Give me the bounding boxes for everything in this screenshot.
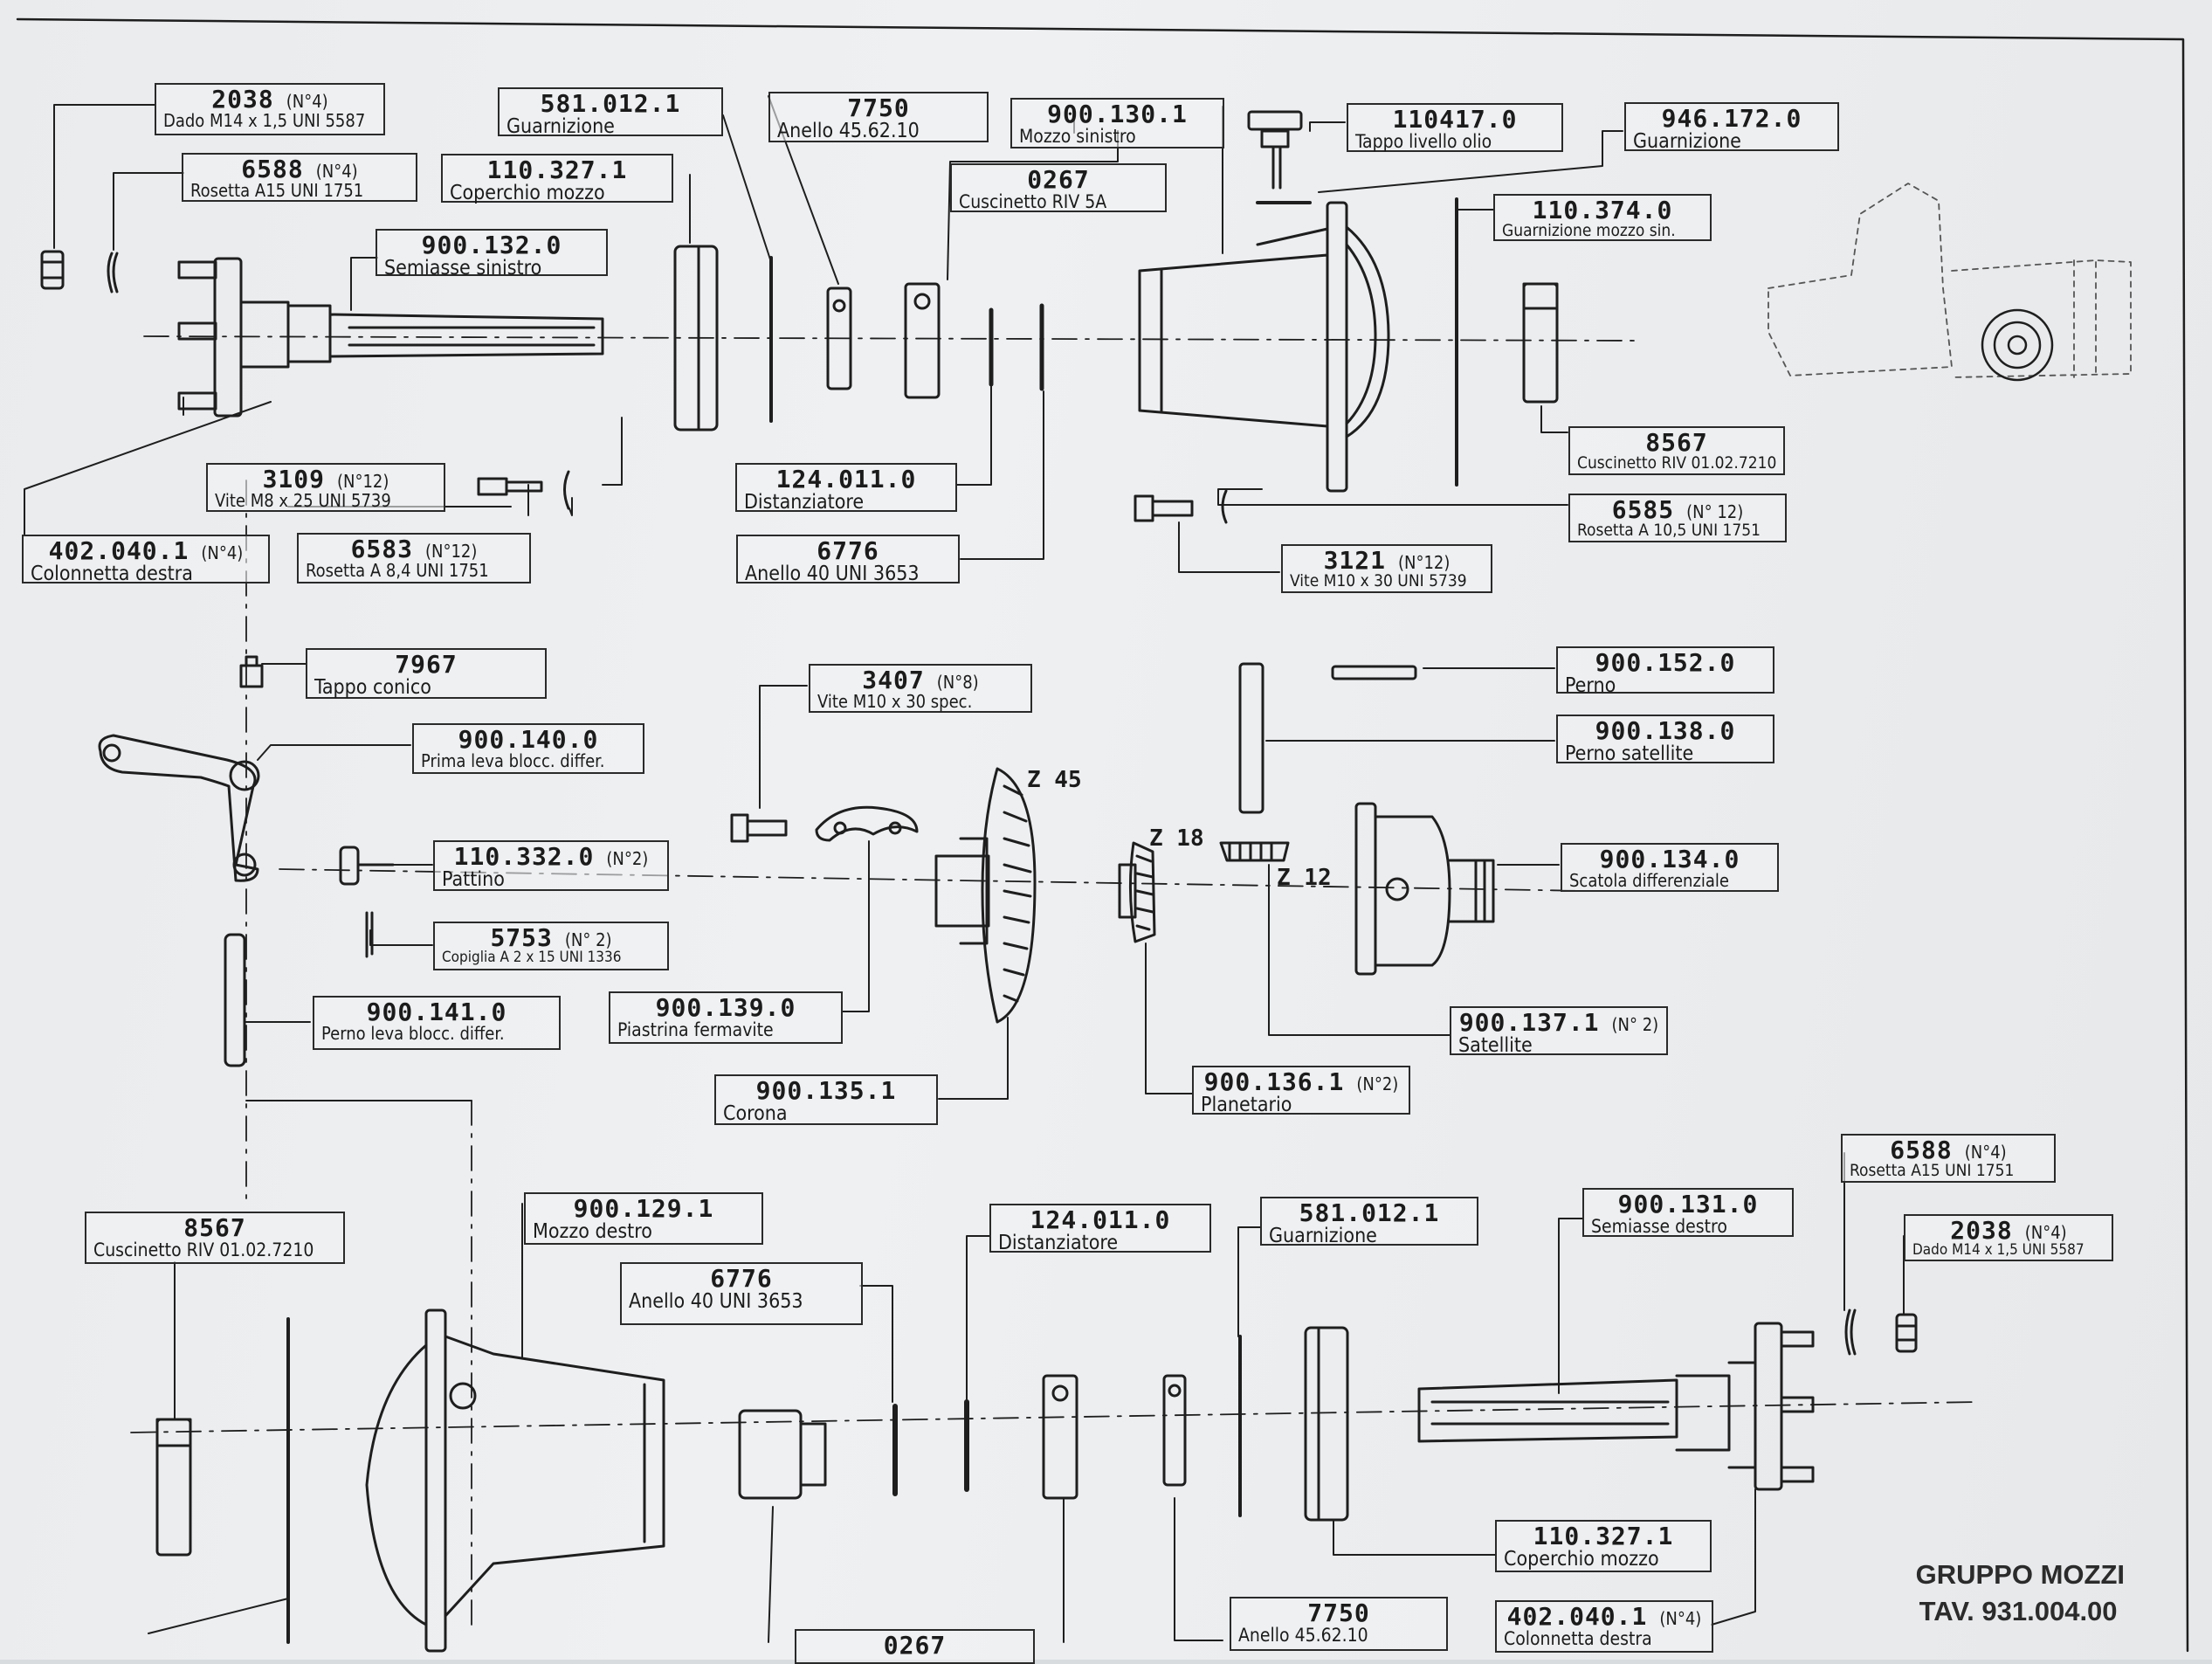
part-label-p37: 581.012.1 Guarnizione <box>1260 1197 1478 1247</box>
bolt-part-m8 <box>477 477 543 496</box>
drawing-table-number: TAV. 931.004.00 <box>1919 1595 2118 1626</box>
half-shaft-right <box>1417 1322 1815 1491</box>
leader-lines <box>24 95 1905 1643</box>
part-label-p27: 5753(N° 2) Copiglia A 2 x 15 UNI 1336 <box>433 922 669 970</box>
gear-tag-z18: Z 18 <box>1149 825 1204 852</box>
half-shaft-left <box>177 257 604 418</box>
part-label-p11: 110.374.0 Guarnizione mozzo sin. <box>1493 194 1712 241</box>
part-label-p33: 6588(N°4) Rosetta A15 UNI 1751 <box>1841 1134 2056 1183</box>
planetary-gear-part <box>1118 841 1156 943</box>
part-label-p9: 110417.0 Tappo livello olio <box>1347 103 1563 152</box>
part-label-p36: 124.011.0 Distanziatore <box>989 1204 1211 1254</box>
part-label-p35: 900.129.1 Mozzo destro <box>524 1192 763 1245</box>
satellite-pin-part <box>1238 662 1264 814</box>
part-label-p44: 0267 <box>795 1629 1035 1664</box>
part-label-p8: 0267 Cuscinetto RIV 5A <box>950 163 1167 212</box>
part-label-p40: 6776 Anello 40 UNI 3653 <box>620 1262 863 1325</box>
satellite-gear-part <box>1219 841 1290 862</box>
part-label-p41: 110.327.1 Coperchio mozzo <box>1495 1520 1712 1572</box>
conical-plug-part <box>239 655 264 688</box>
ring-part-top <box>826 287 852 390</box>
part-label-p32: 900.136.1(N°2) Planetario <box>1192 1066 1410 1116</box>
bearing-part-top-right <box>1522 282 1559 404</box>
first-lever-part <box>98 734 260 882</box>
part-label-p14: 8567 Cuscinetto RIV 01.02.7210 <box>1568 426 1785 475</box>
part-label-p10: 946.172.0 Guarnizione <box>1624 102 1839 153</box>
part-label-p34: 8567 Cuscinetto RIV 01.02.7210 <box>85 1212 345 1264</box>
part-label-p22: 900.152.0 Perno <box>1556 646 1774 697</box>
part-label-p16: 402.040.1(N°4) Colonnetta destra <box>22 535 270 585</box>
hub-cover-part-bottom <box>1304 1326 1349 1522</box>
bolt-part-m10-top <box>1134 494 1194 522</box>
part-label-p19: 3121(N°12) Vite M10 x 30 UNI 5739 <box>1281 544 1492 593</box>
right-hub-body <box>365 1308 665 1653</box>
gear-tag-z45: Z 45 <box>1027 767 1082 793</box>
axis-line-bottom <box>130 1100 1979 1626</box>
part-label-p39: 2038(N°4) Dado M14 x 1,5 UNI 5587 <box>1904 1214 2113 1261</box>
part-label-p13: 124.011.0 Distanziatore <box>735 463 957 514</box>
part-label-p5: 900.132.0 Semiasse sinistro <box>376 229 608 280</box>
lock-plate-part <box>815 805 919 842</box>
differential-box-part <box>1354 802 1495 976</box>
drawing-group-title: GRUPPO MOZZI <box>1915 1559 2125 1590</box>
part-label-p6: 7750 Anello 45.62.10 <box>768 92 989 142</box>
bearing-part-bottom-left <box>155 1418 192 1557</box>
bearing-part-top <box>904 282 941 399</box>
lever-pin-part <box>224 933 246 1067</box>
washer-part-m8 <box>563 470 570 510</box>
part-label-p26: 900.134.0 Scatola differenziale <box>1561 843 1779 892</box>
left-hub-body <box>1138 201 1390 493</box>
drawing-title-block: GRUPPO MOZZI TAV. 931.004.00 <box>1916 1557 2125 1630</box>
part-label-p21: 3407(N°8) Vite M10 x 30 spec. <box>809 664 1032 713</box>
part-label-p3: 581.012.1 Guarnizione <box>498 87 723 138</box>
bearing-part-bottom <box>1042 1374 1078 1500</box>
snap-ring-part-bottom <box>738 1409 827 1500</box>
washer-part-top <box>107 252 119 293</box>
nut-part-top <box>40 250 65 290</box>
machine-sketch <box>1768 183 2132 378</box>
part-label-p15: 6585(N° 12) Rosetta A 10,5 UNI 1751 <box>1568 494 1787 542</box>
hub-cover-part-top <box>673 245 719 432</box>
part-label-p12: 3109(N°12) Vite M8 x 25 UNI 5739 <box>206 463 445 512</box>
part-label-p28: 900.141.0 Perno leva blocc. differ. <box>313 996 561 1050</box>
part-label-p4: 110.327.1 Coperchio mozzo <box>441 154 673 204</box>
part-label-p2: 6588(N°4) Rosetta A15 UNI 1751 <box>182 153 417 202</box>
washer-part-m10 <box>1221 489 1228 524</box>
crown-gear-part <box>934 767 1037 1024</box>
screw-part-m10 <box>730 813 788 843</box>
part-label-p20: 7967 Tappo conico <box>306 648 547 699</box>
ring-part-bottom-2 <box>1162 1374 1187 1487</box>
part-label-p23: 900.140.0 Prima leva blocc. differ. <box>412 723 644 774</box>
part-label-p25: 110.332.0(N°2) Pattino <box>433 840 669 891</box>
sheet-border-line <box>16 17 2189 1653</box>
pin-part <box>1331 665 1417 680</box>
gear-tag-z12: Z 12 <box>1277 865 1332 891</box>
part-label-p17: 6583(N°12) Rosetta A 8,4 UNI 1751 <box>297 533 531 583</box>
part-label-p7: 900.130.1 Mozzo sinistro <box>1010 98 1224 148</box>
cotter-pin-part <box>365 911 374 958</box>
part-label-p38: 900.131.0 Semiasse destro <box>1582 1188 1794 1237</box>
part-label-p29: 900.139.0 Piastrina fermavite <box>609 991 843 1044</box>
part-label-p18: 6776 Anello 40 UNI 3653 <box>736 535 960 585</box>
axis-line-top <box>143 335 1643 342</box>
nut-part-bottom-right <box>1895 1313 1918 1353</box>
oil-plug-part <box>1247 110 1312 204</box>
part-label-p24: 900.138.0 Perno satellite <box>1556 715 1774 765</box>
machine-sketch-hub <box>1981 308 2054 382</box>
part-label-p31: 900.135.1 Corona <box>714 1074 938 1125</box>
part-label-p43: 402.040.1(N°4) Colonnetta destra <box>1495 1600 1713 1653</box>
part-label-p30: 900.137.1(N° 2) Satellite <box>1450 1006 1668 1057</box>
part-label-p42: 7750 Anello 45.62.10 <box>1230 1597 1448 1651</box>
part-label-p1: 2038(N°4) Dado M14 x 1,5 UNI 5587 <box>155 83 385 135</box>
washer-part-bottom-right <box>1844 1308 1857 1356</box>
